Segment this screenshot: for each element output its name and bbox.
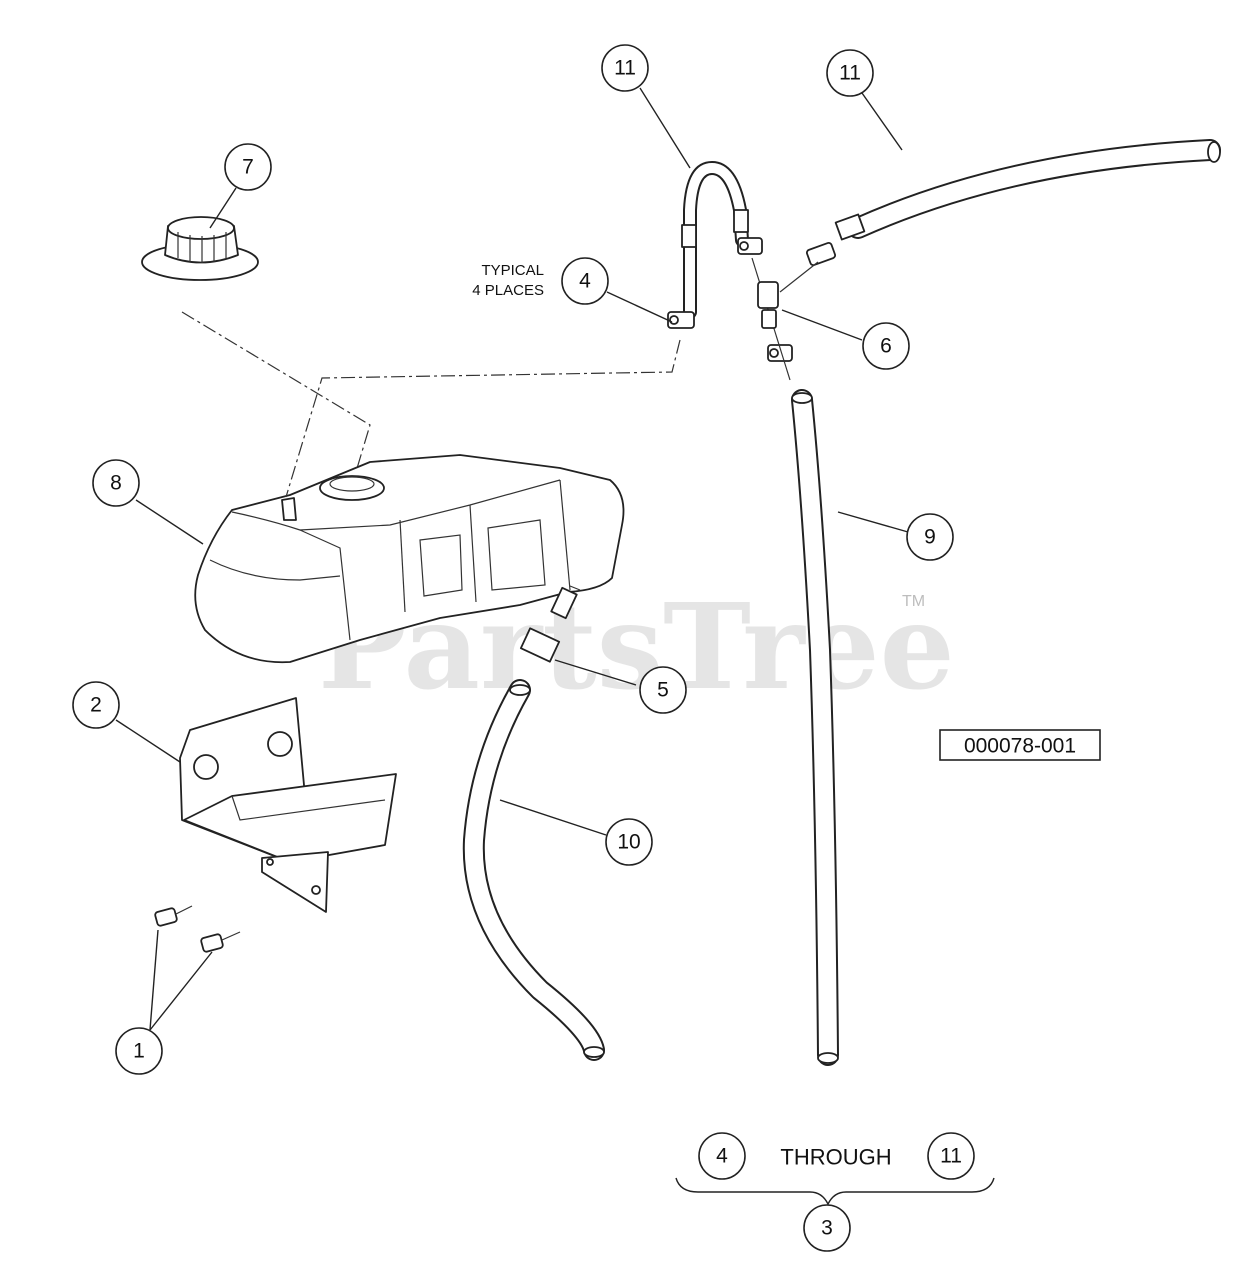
leader-11-right	[861, 92, 903, 151]
callout-4-note: 4	[561, 257, 609, 305]
bracket-part	[179, 697, 397, 913]
fuel-tank-part	[194, 454, 625, 664]
clamp-alignment-line	[285, 339, 681, 498]
callout-10: 10	[605, 818, 653, 866]
range-brace	[675, 1177, 995, 1206]
svg-text:11: 11	[940, 1145, 962, 1168]
leader-11-left	[639, 87, 691, 169]
filter-part	[519, 585, 581, 663]
reference-number-box: 000078-001	[939, 729, 1101, 761]
leader-4	[606, 291, 673, 323]
callout-4-range: 4	[698, 1132, 746, 1180]
svg-text:11: 11	[614, 57, 636, 80]
svg-text:3: 3	[821, 1217, 833, 1240]
leader-9	[837, 511, 909, 533]
svg-text:8: 8	[110, 472, 122, 495]
hose-11-left-part	[681, 161, 749, 319]
bolts-part	[154, 905, 241, 953]
callout-2: 2	[72, 681, 120, 729]
note-typical: TYPICAL	[481, 262, 544, 279]
leader-1b	[149, 951, 213, 1031]
callout-1: 1	[115, 1027, 163, 1075]
svg-text:6: 6	[880, 335, 892, 358]
leader-8	[135, 499, 204, 545]
svg-text:11: 11	[839, 62, 861, 85]
callout-7: 7	[224, 143, 272, 191]
callout-11-left: 11	[601, 44, 649, 92]
leader-1a	[149, 929, 159, 1031]
note-places: 4 PLACES	[472, 282, 544, 299]
hose-10-part	[462, 679, 605, 1061]
svg-text:9: 9	[924, 526, 936, 549]
callout-3: 3	[803, 1204, 851, 1252]
leader-6	[781, 309, 863, 341]
hose-9-part	[791, 389, 839, 1066]
leader-5	[554, 659, 637, 686]
leader-7	[209, 187, 237, 229]
svg-text:10: 10	[617, 831, 640, 854]
svg-text:5: 5	[657, 679, 669, 702]
cap-alignment-line	[181, 311, 371, 486]
callout-11-right: 11	[826, 49, 874, 97]
callout-11-range: 11	[927, 1132, 975, 1180]
svg-text:1: 1	[133, 1040, 145, 1063]
watermark-trademark: TM	[902, 593, 925, 610]
svg-text:4: 4	[716, 1145, 728, 1168]
hose-11-right-part	[834, 139, 1221, 241]
through-label: THROUGH	[780, 1145, 891, 1170]
callout-6: 6	[862, 322, 910, 370]
leader-2	[115, 719, 181, 763]
leader-10	[499, 799, 607, 836]
tee-fitting-part	[751, 257, 819, 381]
callout-8: 8	[92, 459, 140, 507]
callout-9: 9	[906, 513, 954, 561]
callout-5: 5	[639, 666, 687, 714]
reference-number: 000078-001	[964, 735, 1076, 758]
svg-text:7: 7	[242, 156, 254, 179]
svg-text:2: 2	[90, 694, 102, 717]
svg-text:4: 4	[579, 270, 591, 293]
cap-part	[141, 216, 259, 281]
